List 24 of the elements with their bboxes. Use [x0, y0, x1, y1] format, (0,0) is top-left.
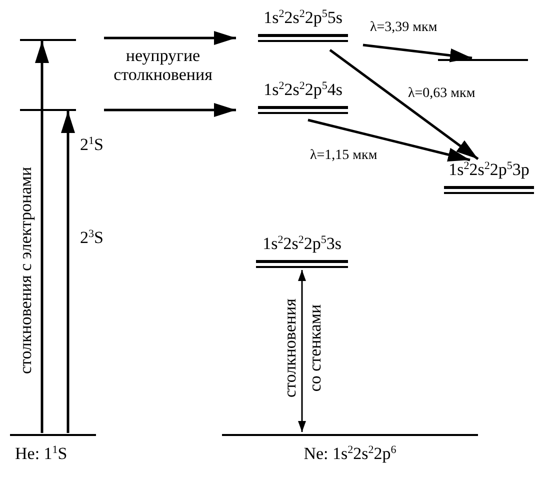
- edge-label: столкновения с электронами: [16, 166, 35, 374]
- arrow: [308, 118, 470, 162]
- arrow: [35, 41, 49, 433]
- level-label: 1s$^{2}$2s$^{2}$2p$^{5}$3s: [262, 234, 342, 254]
- arrow: [61, 111, 75, 433]
- level-label: 1s$^{2}$2s$^{2}$2p$^{5}$4s: [264, 80, 342, 100]
- arrow: [329, 49, 479, 160]
- level-label: 1s$^{2}$2s$^{2}$2p$^{5}$3p: [448, 160, 530, 180]
- edge-label: λ=0,63 мкм: [408, 86, 476, 102]
- edge-label: столкновения со стенками: [279, 298, 325, 400]
- level-label: 1s$^{2}$2s$^{2}$2p$^{5}$5s: [264, 8, 342, 28]
- energy-level-line: [20, 39, 76, 41]
- text-label: 2$^{3}$S: [80, 228, 104, 247]
- text-label: 2$^{1}$S: [80, 135, 104, 154]
- arrow: [104, 103, 236, 117]
- energy-level-line: [20, 109, 76, 111]
- level-label: Ne: 1s$^{2}$2s$^{2}$2p$^{6}$: [304, 444, 396, 464]
- arrow: [298, 270, 306, 432]
- energy-level-line: [438, 59, 528, 61]
- edge-label: λ=1,15 мкм: [310, 148, 378, 164]
- text-label: неупругие столкновения: [112, 46, 214, 84]
- arrow: [104, 31, 236, 45]
- edge-label: λ=3,39 мкм: [370, 20, 438, 36]
- level-label: He: 1$^{1}$S: [15, 444, 68, 464]
